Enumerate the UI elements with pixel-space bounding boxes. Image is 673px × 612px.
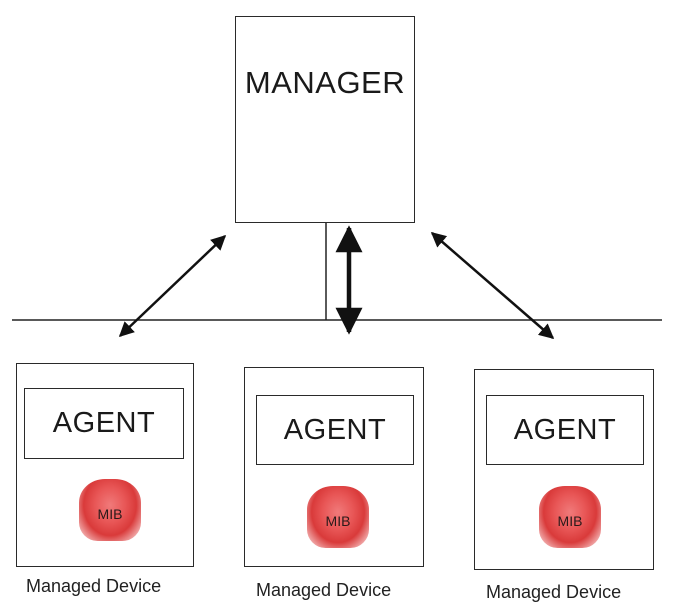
- managed-device-box: AGENT MIB: [474, 369, 654, 570]
- manager-label: MANAGER: [244, 65, 406, 100]
- arrow-manager-left-device: [118, 234, 227, 338]
- agent-box: AGENT: [256, 395, 414, 465]
- mib-icon: MIB: [539, 486, 601, 548]
- manager-box: MANAGER: [235, 16, 415, 223]
- mib-label: MIB: [325, 513, 351, 529]
- arrow-manager-right-device: [430, 232, 555, 339]
- mib-icon: MIB: [79, 479, 141, 541]
- managed-device-caption: Managed Device: [486, 582, 622, 602]
- agent-label: AGENT: [52, 407, 156, 439]
- managed-device-caption: Managed Device: [26, 576, 162, 596]
- managed-device-caption: Managed Device: [256, 580, 392, 600]
- managed-device-box: AGENT MIB: [16, 363, 194, 567]
- agent-label: AGENT: [513, 413, 617, 446]
- mib-label: MIB: [557, 513, 583, 529]
- agent-box: AGENT: [24, 388, 184, 459]
- mib-label: MIB: [97, 506, 123, 522]
- managed-device-box: AGENT MIB: [244, 367, 424, 567]
- mib-icon: MIB: [307, 486, 369, 548]
- agent-label: AGENT: [283, 413, 387, 446]
- agent-box: AGENT: [486, 395, 644, 465]
